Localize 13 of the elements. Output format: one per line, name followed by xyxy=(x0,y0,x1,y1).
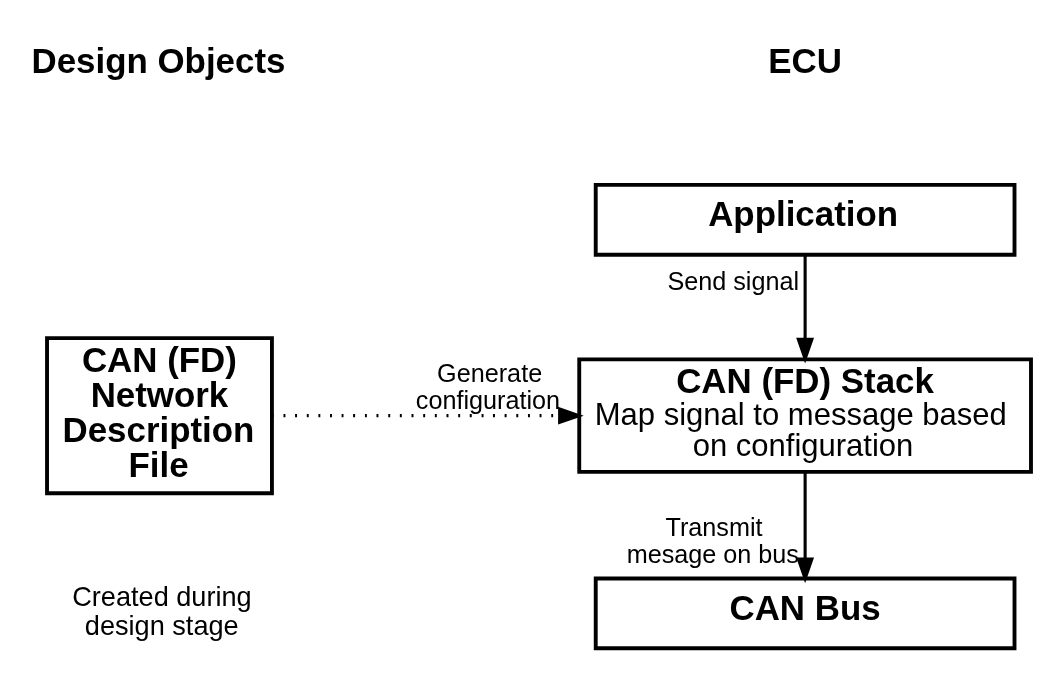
edge-label: Transmit mesage on bus xyxy=(626,512,799,568)
node-box: Application xyxy=(593,182,1017,257)
arrow xyxy=(271,406,584,425)
label: Design Objects xyxy=(31,40,286,80)
node-box: CAN (FD) Network Description File xyxy=(45,335,274,495)
arrow xyxy=(796,471,815,583)
edge-label: Generate configuration xyxy=(415,358,561,414)
arrow xyxy=(796,254,815,363)
node-label: Created during design stage xyxy=(72,580,252,641)
node-box: CAN Bus xyxy=(593,576,1017,650)
node-box: CAN (FD) Stack Map signal to message based on configuration xyxy=(577,357,1033,474)
edge-label: Send signal xyxy=(667,266,800,295)
label: ECU xyxy=(768,40,842,80)
